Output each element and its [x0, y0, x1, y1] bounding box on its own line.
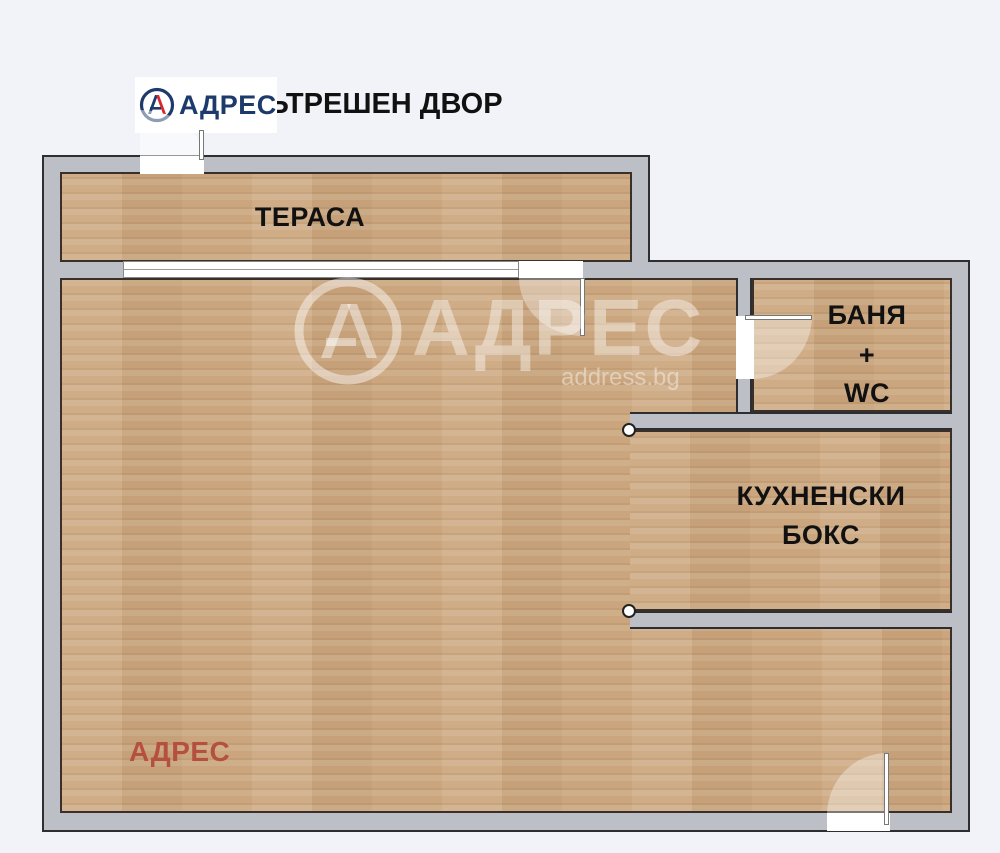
kitchen-label-line1: КУХНЕНСКИ: [736, 481, 906, 511]
kitchen-label-line2: БОКС: [781, 520, 861, 550]
room-terrace: [60, 172, 632, 262]
terrace-label: ТЕРАСА: [254, 202, 366, 232]
watermark-logo-icon: [294, 277, 402, 385]
room-kitchen: [630, 430, 952, 611]
partition-joint-top: [622, 423, 636, 437]
terrace-door-opening: [140, 156, 204, 174]
entrance-door-leaf: [884, 753, 889, 825]
watermark-text: АДРЕС: [412, 283, 705, 372]
bathroom-label-line3: WC: [844, 378, 890, 408]
watermark-url: address.bg: [561, 364, 680, 391]
partition-joint-bottom: [622, 604, 636, 618]
terrace-door-leaf: [199, 130, 204, 160]
sliding-window-pane-line: [124, 269, 518, 270]
bathroom-door-opening: [736, 316, 754, 379]
entrance-door-opening: [827, 813, 890, 831]
courtyard-heading: ЬТРЕШЕН ДВОР: [268, 88, 503, 120]
room-bathroom: [752, 278, 952, 412]
bathroom-door-leaf: [745, 315, 812, 320]
kitchen-partition-top: [630, 412, 952, 430]
brand-logo-text: АДРЕС: [179, 89, 277, 120]
living-terrace-door-leaf: [580, 278, 585, 336]
bathroom-label-line2: +: [858, 340, 876, 370]
kitchen-partition-bottom: [630, 611, 952, 629]
bathroom-label-line1: БАНЯ: [827, 300, 907, 330]
sliding-window: [123, 261, 519, 278]
bottom-brand-mark: АДРЕС: [129, 736, 231, 767]
living-terrace-door-opening: [519, 261, 583, 278]
